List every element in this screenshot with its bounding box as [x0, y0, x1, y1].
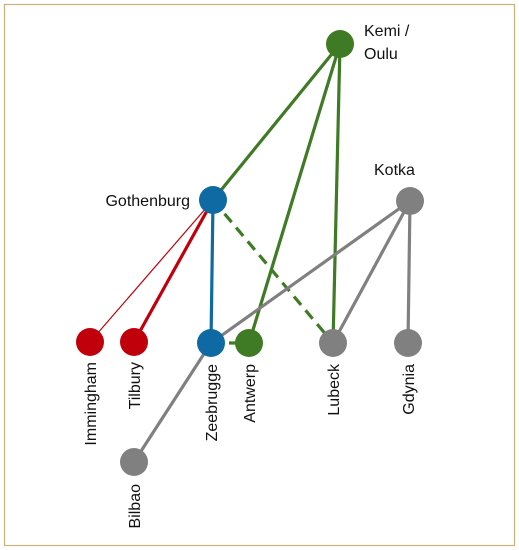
label-gothenburg: Gothenburg [105, 193, 190, 210]
node-kemi-oulu [326, 30, 354, 58]
diagram-border [3, 3, 516, 547]
label-kotka: Kotka [374, 162, 415, 179]
node-lubeck [319, 329, 347, 357]
edge-gothenburg-tilbury [132, 199, 215, 343]
node-antwerp [235, 329, 263, 357]
node-gothenburg [199, 186, 227, 214]
edge-kotka-zeebrugge [210, 199, 411, 345]
label-kemi-oulu-line2: Oulu [364, 46, 398, 63]
label-kemi-oulu-line1: Kemi / [364, 23, 410, 40]
node-bilbao [120, 448, 148, 476]
node-zeebrugge [197, 329, 225, 357]
labels-layer: Kemi / Oulu Gothenburg Kotka Immingham T… [83, 23, 418, 528]
edge-gothenburg-immingham [89, 199, 214, 343]
label-zeebrugge: Zeebrugge [204, 364, 221, 441]
label-lubeck: Lubeck [326, 363, 343, 416]
node-kotka [396, 187, 424, 215]
edge-kemi-oulu-gothenburg [211, 42, 342, 202]
node-immingham [76, 328, 104, 356]
label-tilbury: Tilbury [127, 362, 144, 409]
edge-kotka-gdynia [406, 200, 412, 344]
node-gdynia [394, 329, 422, 357]
label-gdynia: Gdynia [401, 364, 418, 415]
edge-kemi-oulu-lubeck [331, 43, 342, 344]
edge-kemi-oulu-antwerp [247, 43, 342, 344]
edge-gothenburg-zeebrugge [209, 199, 215, 344]
label-immingham: Immingham [83, 362, 100, 446]
edge-gothenburg-lubeck [211, 198, 335, 345]
edge-kotka-lubeck [331, 200, 412, 344]
nodes-layer [76, 30, 424, 476]
label-bilbao: Bilbao [127, 484, 144, 529]
edges-layer [89, 42, 412, 463]
edge-zeebrugge-bilbao [132, 342, 213, 463]
node-tilbury [120, 328, 148, 356]
label-antwerp: Antwerp [242, 364, 259, 423]
